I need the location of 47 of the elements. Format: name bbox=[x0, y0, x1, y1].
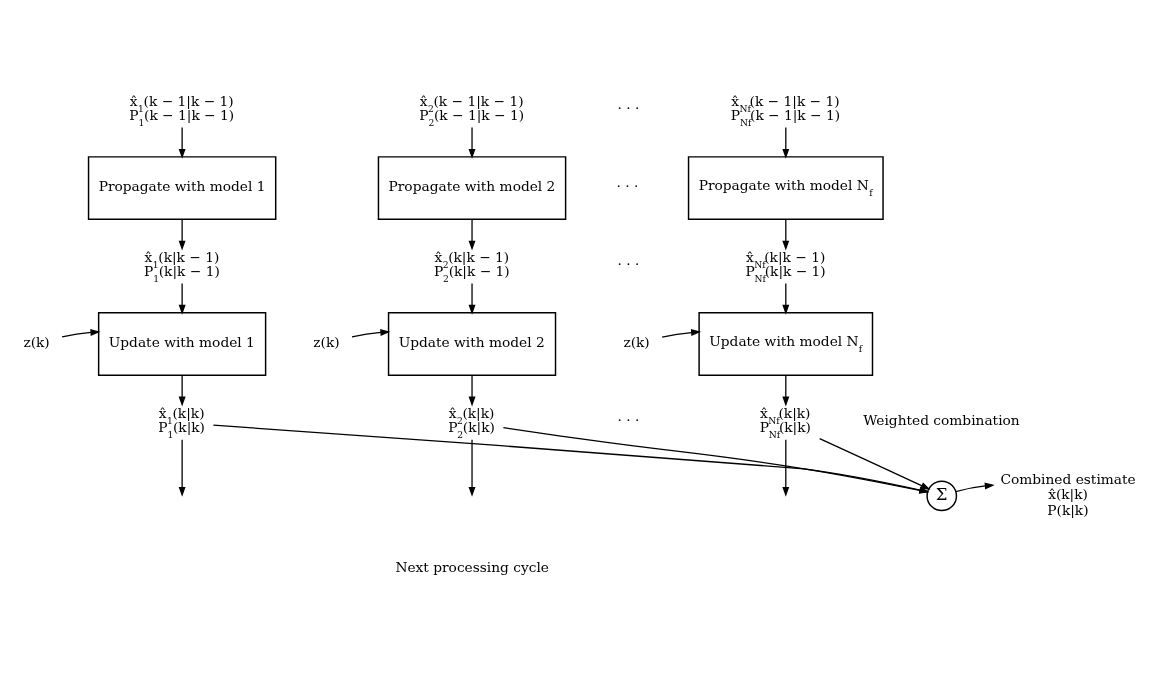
arrow bbox=[468, 282, 476, 315]
label: · · · bbox=[617, 255, 640, 272]
arrow bbox=[178, 218, 186, 251]
node-text: x̂$_{2}$(k|k) P$_{2}$(k|k) bbox=[448, 404, 495, 440]
arrow bbox=[178, 438, 186, 497]
node-text: z(k) bbox=[623, 333, 650, 350]
arrow bbox=[782, 126, 790, 159]
arrow bbox=[782, 282, 790, 315]
node-text: z(k) bbox=[313, 333, 340, 350]
arrow bbox=[178, 126, 186, 159]
arrow bbox=[819, 437, 931, 490]
node-text: x̂$_{2}$(k − 1|k − 1) P$_{2}$(k − 1|k − 1) bbox=[419, 92, 525, 128]
node-text: x̂$_{Nf}$(k − 1|k − 1) P$_{Nf}$(k − 1|k − 1) bbox=[730, 92, 841, 128]
node-label: Combined estimate bbox=[1000, 470, 1136, 486]
node-text: x̂(k|k) P(k|k) bbox=[1047, 485, 1089, 518]
label: Next processing cycle bbox=[395, 558, 549, 575]
label: · · · bbox=[617, 99, 640, 116]
arrow bbox=[468, 374, 476, 406]
arrow bbox=[468, 218, 476, 251]
node-text: x̂$_{Nf}$(k|k) P$_{Nf}$(k|k) bbox=[759, 404, 811, 440]
node-box: Update with model N$_{f}$ bbox=[698, 311, 874, 376]
arrow bbox=[468, 438, 476, 497]
arrow bbox=[468, 126, 476, 159]
arrow bbox=[782, 374, 790, 406]
arrow bbox=[782, 438, 790, 497]
label: · · · bbox=[617, 411, 640, 428]
node-text: x̂$_{1}$(k − 1|k − 1) P$_{1}$(k − 1|k − 1) bbox=[129, 92, 235, 128]
node-circle: Σ bbox=[926, 479, 958, 511]
arrow bbox=[351, 328, 391, 338]
arrow bbox=[661, 328, 702, 338]
node-text: x̂$_{1}$(k|k) P$_{1}$(k|k) bbox=[158, 404, 205, 440]
node-box: Update with model 1 bbox=[97, 311, 267, 376]
node-text: z(k) bbox=[23, 333, 50, 350]
arrow bbox=[782, 218, 790, 251]
node-box: Update with model 2 bbox=[387, 311, 557, 376]
node-text: x̂$_{2}$(k|k − 1) P$_{2}$(k|k − 1) bbox=[433, 248, 510, 284]
node-box: Propagate with model 1 bbox=[87, 155, 277, 220]
node-text: x̂$_{Nf}$(k|k − 1) P$_{Nf}$(k|k − 1) bbox=[745, 248, 826, 284]
node-label: Weighted combination bbox=[863, 411, 1020, 428]
arrow bbox=[61, 328, 101, 338]
node-box: Propagate with model N$_{f}$ bbox=[687, 155, 884, 220]
arrow bbox=[178, 282, 186, 315]
arrow bbox=[955, 482, 995, 492]
arrow bbox=[178, 374, 186, 406]
node-text: x̂$_{1}$(k|k − 1) P$_{1}$(k|k − 1) bbox=[144, 248, 220, 284]
node-box: Propagate with model 2 bbox=[377, 155, 567, 220]
label: · · · bbox=[616, 177, 639, 194]
